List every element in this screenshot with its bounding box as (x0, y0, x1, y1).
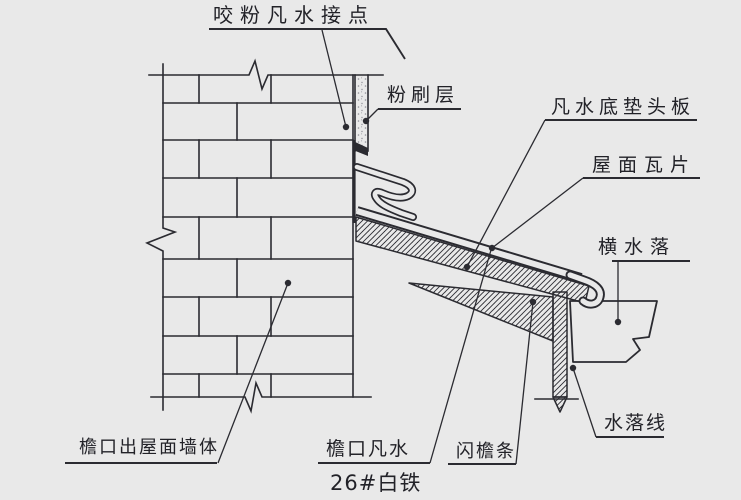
label-text-bite-plaster-flashing-joint: 咬粉凡水接点 (213, 3, 375, 27)
wall-left-edge-break (145, 63, 178, 411)
brick-wall (145, 58, 384, 414)
leader-dot (488, 244, 496, 252)
leader-dot (463, 263, 471, 271)
label-text-eave-projecting-roof-wall: 檐口出屋面墙体 (79, 437, 219, 458)
flashing-anchor-wedge (353, 141, 368, 156)
label-eave-projecting-roof-wall: 檐口出屋面墙体 (65, 279, 292, 464)
roof-assembly (353, 163, 605, 413)
label-plaster-layer: 粉刷层 (362, 84, 461, 125)
label-text-flash-eave-strip: 闪檐条 (456, 441, 516, 462)
label-eave-flashing: 檐口凡水 (318, 249, 492, 464)
leader-dot (362, 117, 370, 125)
label-roof-tiles: 屋面瓦片 (488, 154, 700, 252)
leader-line (515, 301, 534, 465)
label-bite-plaster-flashing-joint: 咬粉凡水接点 (209, 3, 406, 131)
leader-line (572, 367, 597, 438)
leader-line (429, 249, 492, 464)
leader-dot (529, 298, 537, 306)
label-flashing-base-pad-board: 凡水底垫头板 (463, 96, 697, 271)
gutter (569, 300, 658, 363)
leader-dot (284, 279, 292, 287)
label-iron-spec: 26#白铁 (330, 471, 421, 495)
wall-top-edge (148, 58, 384, 92)
label-text-plaster-layer: 粉刷层 (387, 84, 459, 106)
leader-dot (569, 364, 577, 372)
label-horizontal-gutter: 横水落 (598, 236, 690, 326)
leader-line (466, 119, 546, 268)
fascia-break-tail (552, 396, 568, 413)
label-underline (209, 28, 406, 60)
drip-curl-face (567, 272, 603, 307)
brick-courses (162, 74, 354, 398)
label-text-iron-spec: 26#白铁 (330, 471, 421, 495)
gutter-profile (569, 300, 658, 363)
fascia-strip (552, 291, 568, 398)
label-text-drip-line: 水落线 (604, 412, 667, 434)
plaster-stipple (355, 76, 368, 151)
label-drip-line: 水落线 (569, 364, 667, 438)
leader-line (321, 29, 347, 128)
wall-bottom-edge (150, 380, 372, 414)
label-text-roof-tiles: 屋面瓦片 (592, 154, 696, 176)
label-text-flashing-base-pad-board: 凡水底垫头板 (551, 96, 695, 118)
leader-dot (342, 123, 350, 131)
wall-flashing-hook-face (354, 164, 416, 220)
flashing-band-face (356, 208, 582, 281)
leader-line (217, 282, 289, 464)
label-text-horizontal-gutter: 横水落 (598, 236, 676, 258)
plaster-strip (352, 74, 369, 223)
label-flash-eave-strip: 闪檐条 (448, 298, 537, 465)
leader-dot (614, 318, 622, 326)
leader-line (491, 177, 584, 249)
label-text-eave-flashing: 檐口凡水 (326, 438, 410, 460)
